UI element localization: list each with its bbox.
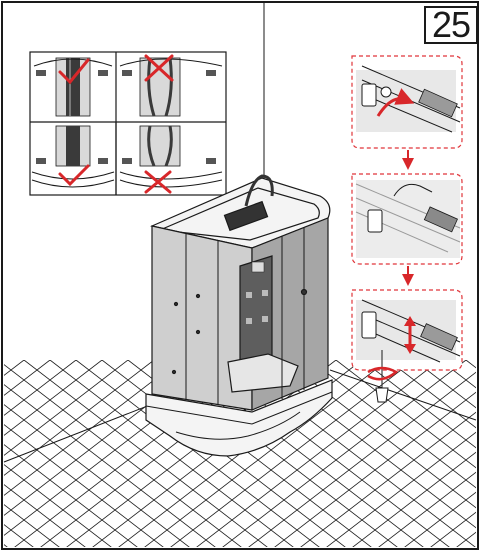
cabin-seat [227,353,299,393]
cabin-tub [145,379,333,457]
profile-correct-bottom [31,125,115,188]
cross-mark-icon [144,54,174,82]
rotate-arrow-icon [376,88,415,117]
cabin-hose [244,174,274,207]
check-mark-icon [58,164,90,187]
floor-right-edge [329,369,477,421]
rotate-arrow-icon [367,366,399,381]
profile-wrong-bottom [119,125,223,188]
cross-mark-icon [144,170,172,194]
detail-step-2 [351,173,463,265]
step-number-badge: 25 [424,6,478,44]
profile-correct-top [33,57,113,117]
floor-left-edge [3,404,151,463]
comparison-grid [29,51,227,196]
shower-cabin [145,174,333,457]
detail-step-3 [351,289,463,403]
detail-step-1 [351,55,463,149]
check-mark-icon [58,58,90,85]
